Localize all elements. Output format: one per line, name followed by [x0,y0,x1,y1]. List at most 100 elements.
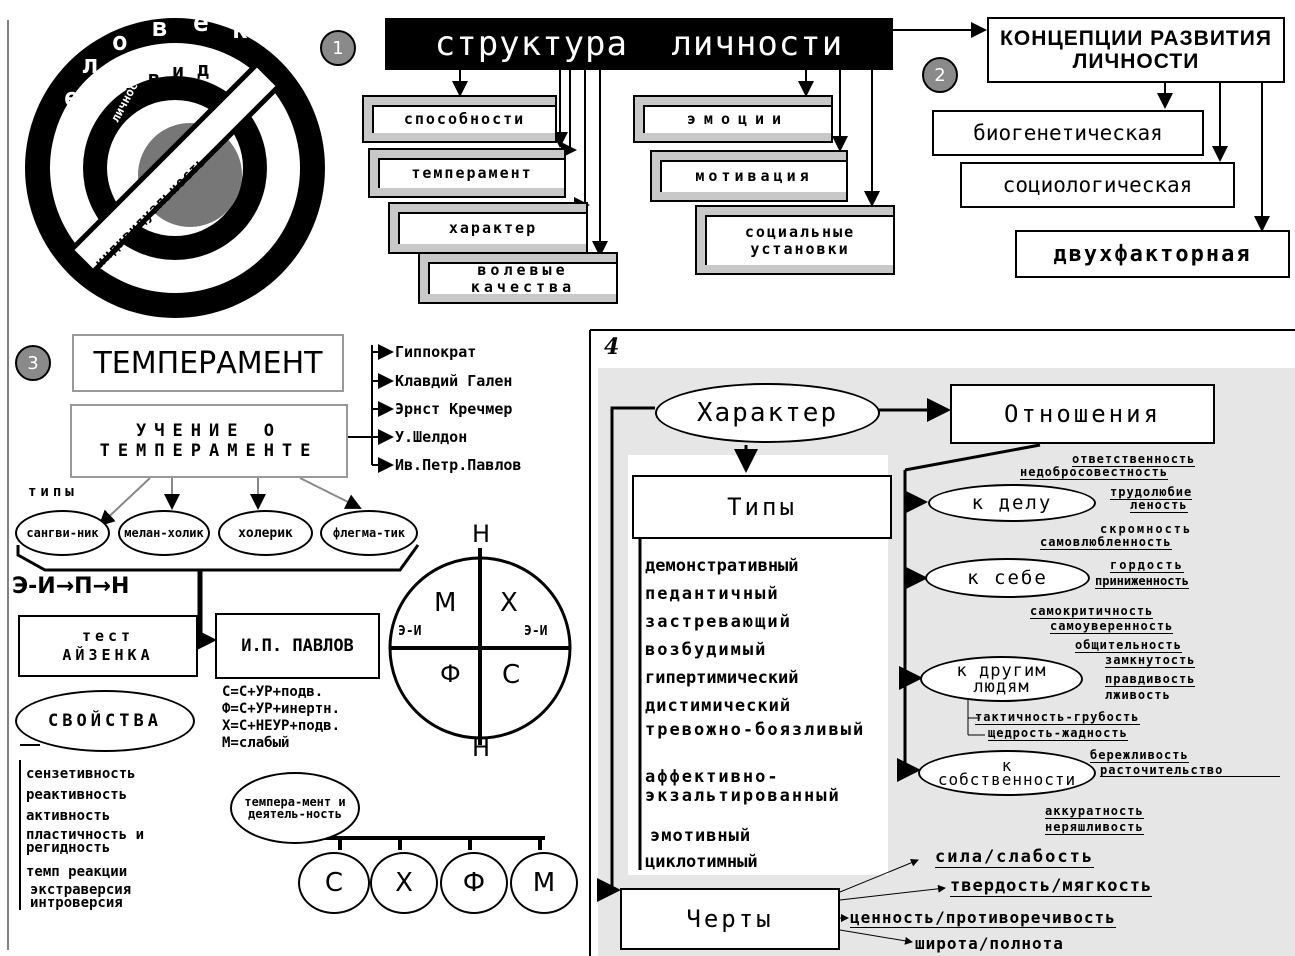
temperament-teaching-box: УЧЕНИЕ О ТЕМПЕРАМЕНТЕ [70,404,348,478]
temperament-activity-ellipse: темпера-мент и деятель-ность [230,772,360,844]
relation-to-self: к себе [925,558,1090,598]
pavlov-formula: М=слабый [222,735,290,751]
character-type: застревающий [645,612,792,632]
trait-item: неряшливость [1045,820,1144,835]
trait-item: самоуверенность [1050,619,1174,634]
trait-item: недобросовестность [1020,465,1169,480]
type-melancholic: мелан-холик [118,510,210,556]
trait-item: самокритичность [1030,604,1154,619]
property-item: реактивность [26,787,128,803]
mid-letter: д [197,57,210,81]
outer-letter: в [152,13,168,43]
box-emotions-label: эмоции [643,105,831,133]
property-item: темп реакции [26,864,128,880]
trait-item: щедрость-жадность [988,726,1128,741]
quad-top-label: Н [472,520,491,548]
trait-item: ответственность [1072,452,1196,467]
box-temperament: темперамент [368,148,566,198]
box-motivation-label: мотивация [660,160,846,192]
author-item: Ив.Петр.Павлов [395,456,522,474]
temperament-title: ТЕМПЕРАМЕНТ [72,334,344,392]
character-type: циклотимный [645,852,758,872]
quad-tr-label: Х [500,588,518,618]
outer-letter: ч [60,120,76,150]
concept-two-factor: двухфакторная [1015,230,1290,278]
quad-tl-label: М [434,588,457,618]
trait-item: самовлюбленность [1040,535,1172,550]
trait-item: расточительство [1100,764,1280,778]
box-character-label: характер [398,212,586,244]
box-character: характер [388,202,588,254]
box-volitional-label: волевые качества [428,261,616,296]
box-motivation: мотивация [650,150,848,202]
personality-structure-title: структура личности [385,18,893,70]
trait-item: замкнутость [1105,653,1196,668]
outer-letter: е [64,83,80,113]
trait-item: общительность [1075,638,1182,653]
character-ellipse: Характер [655,383,880,443]
pavlov-formula: С=С+УР+подв. [222,684,324,700]
trait-item: тактичность-грубость [975,710,1140,725]
character-type: дистимический [645,696,792,716]
traits-box: Черты [620,888,840,950]
box-abilities-label: способности [372,105,555,133]
section-number-4: 4 [604,334,620,360]
quad-left-label: Э-И [398,624,422,639]
property-item: активность [26,808,111,824]
outer-letter: о [112,27,128,57]
author-item: Клавдий Гален [395,372,513,390]
character-type: аффективно-экзальтированный [645,767,841,806]
box-emotions: эмоции [633,95,833,143]
activity-circle-m: М [510,852,578,914]
section-number-3: 3 [15,345,51,381]
box-temperament-label: темперамент [378,158,564,188]
outer-letter: л [82,50,98,80]
mid-letter: и [92,152,105,176]
activity-circle-f: Ф [440,852,508,914]
relation-to-others: к другим людям [920,656,1083,702]
trait-pair: ценность/противоречивость [850,908,1116,928]
outer-letter: е [193,8,209,38]
property-item: сензетивность [26,766,136,782]
relation-to-work: к делу [928,484,1096,522]
types-label: типы [28,484,78,500]
development-concepts-title: КОНЦЕПЦИИ РАЗВИТИЯ ЛИЧНОСТИ [987,17,1285,83]
box-social-attitudes-label: социальные установки [705,215,893,265]
pavlov-box: И.П. ПАВЛОВ [215,613,380,679]
author-item: Эрнст Кречмер [395,400,513,418]
box-abilities: способности [362,95,557,143]
concept-sociological: социологическая [960,162,1235,208]
types-box: Типы [632,475,892,539]
mid-letter: и [172,59,185,83]
mid-letter: д [107,100,120,124]
section-number-2: 2 [922,57,958,93]
trait-pair: широта/полнота [915,934,1064,953]
trait-item: приниженность [1095,574,1189,589]
trait-item: трудолюбие [1110,485,1193,500]
type-sanguine: сангви-ник [15,510,110,556]
trait-item: лживость [1105,688,1171,702]
trait-item: аккуратность [1045,804,1144,819]
activity-circle-s: С [298,852,370,914]
quad-bl-label: Ф [440,660,461,688]
concept-biogenetic: биогенетическая [932,110,1204,156]
character-type: тревожно-боязливый [645,720,866,740]
eysenck-formula: Э-И→П→Н [12,574,130,599]
section-number-1: 1 [320,30,356,66]
quad-bottom-label: Н [472,734,491,762]
property-item: пластичность и регидность [26,827,145,857]
quad-br-label: С [502,660,521,690]
trait-item: бережливость [1090,748,1189,763]
character-type: эмотивный [650,826,752,846]
trait-item: скромность [1100,522,1193,536]
property-item: экстраверсия интроверсия [30,882,132,912]
pavlov-formula: Х=С+НЕУР+подв. [222,718,341,734]
author-item: Гиппократ [395,343,477,361]
mid-letter: и [125,80,138,104]
box-volitional: волевые качества [418,252,618,304]
outer-letter: к [232,15,248,45]
eysenck-test-box: тест АЙЗЕНКА [18,615,198,677]
character-type: педантичный [645,584,780,604]
mid-letter: в [148,66,161,90]
mid-letter: н [96,124,109,148]
